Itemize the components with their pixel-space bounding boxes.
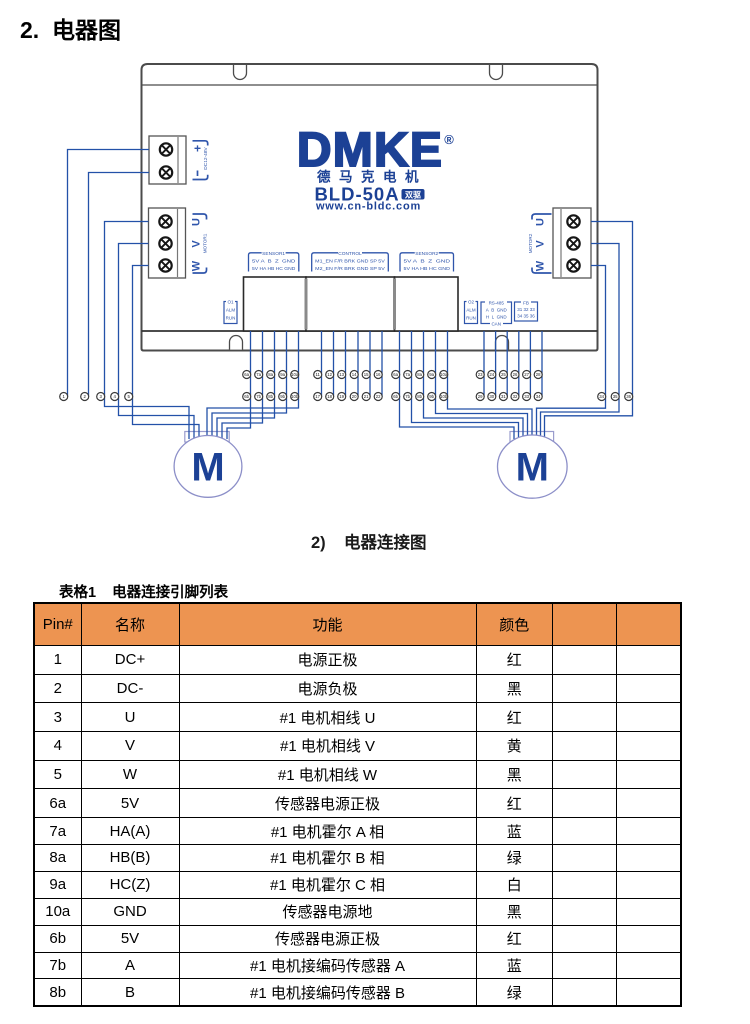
svg-text:36: 36	[626, 394, 631, 399]
svg-text:6b: 6b	[244, 394, 249, 399]
svg-text:31 32 33: 31 32 33	[517, 307, 535, 312]
svg-text:CAN: CAN	[491, 321, 501, 326]
svg-text:11: 11	[315, 372, 320, 377]
svg-text:9b: 9b	[429, 394, 434, 399]
svg-text:7b: 7b	[256, 394, 261, 399]
svg-text:31: 31	[501, 394, 506, 399]
svg-text:24: 24	[489, 372, 494, 377]
svg-text:34: 34	[599, 394, 604, 399]
svg-text:2: 2	[84, 394, 87, 399]
svg-text:O1: O1	[227, 299, 234, 304]
svg-text:16: 16	[376, 372, 381, 377]
svg-text:5V A B Z GND: 5V A B Z GND	[252, 259, 296, 265]
svg-text:DC12-48V: DC12-48V	[203, 147, 209, 170]
svg-text:RUN: RUN	[466, 316, 476, 321]
svg-text:5V HA HB HC GND: 5V HA HB HC GND	[404, 266, 451, 272]
svg-text:10a: 10a	[291, 372, 299, 377]
svg-text:6a: 6a	[244, 372, 249, 377]
svg-text:1: 1	[63, 394, 66, 399]
svg-text:10b: 10b	[291, 394, 299, 399]
svg-text:13: 13	[339, 372, 344, 377]
svg-text:+: +	[194, 142, 201, 156]
svg-text:德马克电机: 德马克电机	[317, 169, 427, 185]
svg-text:5V HA HB HC GND: 5V HA HB HC GND	[252, 266, 296, 272]
svg-text:6b: 6b	[393, 394, 398, 399]
svg-text:33: 33	[524, 394, 529, 399]
svg-text:U: U	[535, 218, 547, 226]
svg-text:MOTOR1: MOTOR1	[203, 233, 208, 253]
svg-text:W: W	[535, 260, 547, 271]
svg-text:5V A B Z GND: 5V A B Z GND	[404, 259, 451, 265]
svg-text:ALM: ALM	[226, 308, 236, 313]
svg-text:CONTROL: CONTROL	[338, 251, 362, 257]
svg-text:M2_EN F/R BRK GND SP 5V: M2_EN F/R BRK GND SP 5V	[315, 266, 385, 272]
svg-text:®: ®	[444, 132, 454, 147]
svg-text:18: 18	[327, 394, 332, 399]
svg-text:W: W	[191, 260, 203, 271]
svg-text:RS-485: RS-485	[489, 301, 505, 306]
svg-text:15: 15	[364, 372, 369, 377]
svg-text:6a: 6a	[393, 372, 398, 377]
svg-text:17: 17	[315, 394, 320, 399]
svg-text:30: 30	[489, 394, 494, 399]
svg-text:7a: 7a	[405, 372, 410, 377]
svg-text:29: 29	[478, 394, 483, 399]
svg-text:28: 28	[536, 372, 541, 377]
svg-text:7b: 7b	[405, 394, 410, 399]
svg-text:10a: 10a	[440, 372, 448, 377]
svg-text:10b: 10b	[440, 394, 448, 399]
svg-text:FB: FB	[523, 301, 529, 306]
svg-text:22: 22	[376, 394, 381, 399]
svg-text:27: 27	[524, 372, 529, 377]
svg-text:7a: 7a	[256, 372, 261, 377]
svg-text:12: 12	[327, 372, 332, 377]
svg-text:8a: 8a	[268, 372, 273, 377]
svg-text:19: 19	[339, 394, 344, 399]
svg-text:MOTOR2: MOTOR2	[528, 233, 533, 253]
svg-text:DMKE: DMKE	[297, 124, 443, 177]
svg-text:H L GND: H L GND	[486, 315, 508, 320]
svg-text:9a: 9a	[280, 372, 285, 377]
svg-text:32: 32	[513, 394, 518, 399]
svg-text:8a: 8a	[417, 372, 422, 377]
svg-text:8b: 8b	[268, 394, 273, 399]
svg-text:V: V	[535, 240, 547, 248]
svg-text:M: M	[516, 446, 549, 490]
svg-text:35: 35	[613, 394, 618, 399]
svg-text:V: V	[191, 240, 203, 248]
svg-text:14: 14	[352, 372, 357, 377]
svg-text:9a: 9a	[429, 372, 434, 377]
svg-text:26: 26	[513, 372, 518, 377]
svg-text:23: 23	[478, 372, 483, 377]
svg-text:RUN: RUN	[226, 316, 236, 321]
svg-text:U: U	[191, 218, 203, 226]
svg-text:M: M	[191, 446, 224, 490]
svg-text:20: 20	[352, 394, 357, 399]
svg-text:3: 3	[100, 394, 103, 399]
svg-text:34 35 36: 34 35 36	[517, 314, 535, 319]
svg-text:双驱: 双驱	[405, 191, 421, 200]
svg-text:5: 5	[128, 394, 131, 399]
svg-text:9b: 9b	[280, 394, 285, 399]
svg-text:4: 4	[114, 394, 117, 399]
svg-text:8b: 8b	[417, 394, 422, 399]
svg-text:34: 34	[536, 394, 541, 399]
svg-text:M1_EN F/R BRK GND SP 5V: M1_EN F/R BRK GND SP 5V	[315, 259, 385, 265]
svg-text:A B GND: A B GND	[486, 308, 508, 313]
svg-text:SENSOR1: SENSOR1	[262, 251, 285, 257]
svg-text:21: 21	[364, 394, 369, 399]
svg-text:www.cn-bldc.com: www.cn-bldc.com	[315, 201, 421, 213]
svg-text:25: 25	[501, 372, 506, 377]
svg-text:O2: O2	[468, 299, 475, 304]
svg-text:BLD-50A: BLD-50A	[314, 184, 399, 205]
svg-text:SENSOR2: SENSOR2	[415, 251, 438, 257]
svg-text:ALM: ALM	[466, 308, 476, 313]
